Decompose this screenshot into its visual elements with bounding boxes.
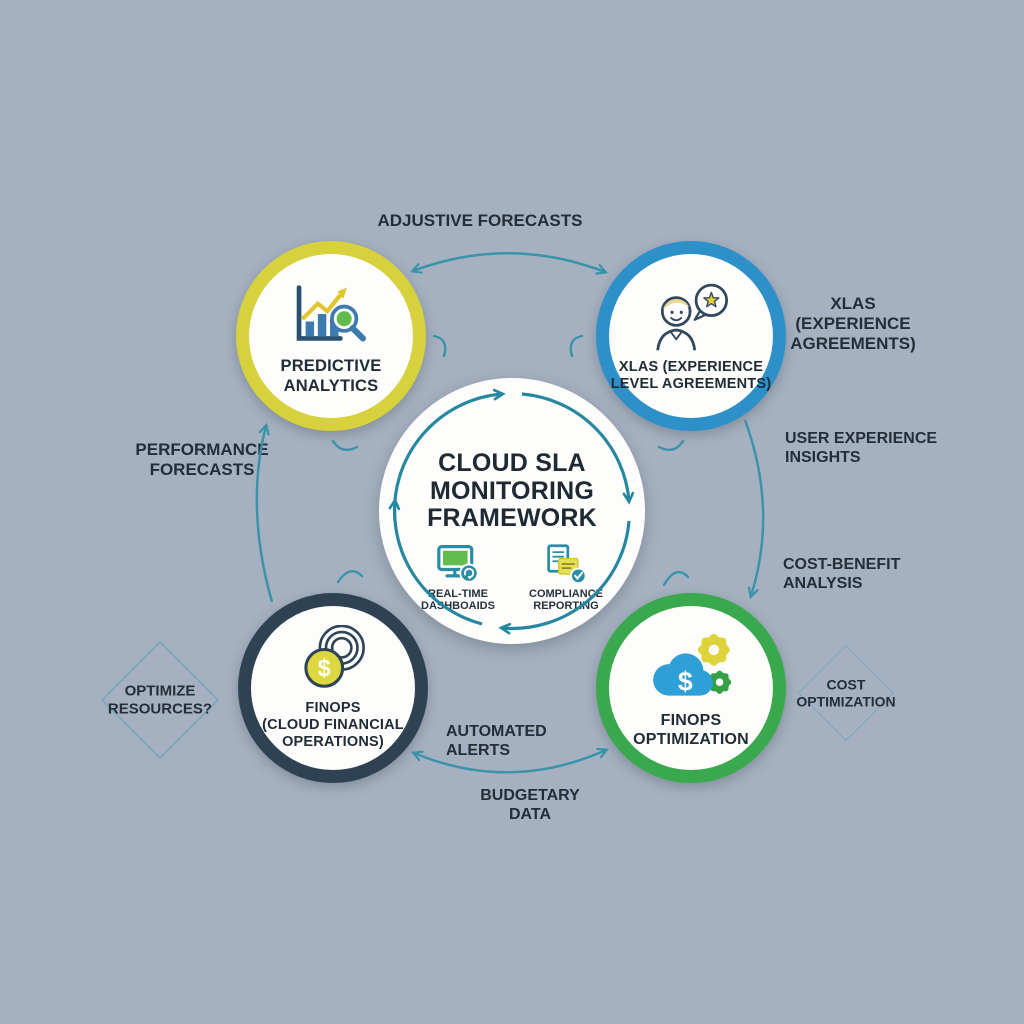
yellow-gear xyxy=(697,633,730,666)
framework-title: CLOUD SLA MONITORING FRAMEWORK xyxy=(427,449,597,532)
label-cost-benefit-analysis: COST-BENEFIT ANALYSIS xyxy=(783,556,901,592)
label-user-experience-insights: USER EXPERIENCE INSIGHTS xyxy=(785,430,938,466)
label-budgetary-data: BUDGETARY DATA xyxy=(480,787,580,823)
center-item-realtime-dashboards: REAL-TIME DASHBOAIDS xyxy=(415,543,501,613)
node-xlas: XLAS (EXPERIENCE LEVEL AGREEMENTS) xyxy=(596,241,786,431)
center-node-cloud-sla-framework: CLOUD SLA MONITORING FRAMEWORK REAL-TIME… xyxy=(379,378,645,644)
node-label: FINOPS OPTIMIZATION xyxy=(633,711,749,748)
svg-text:$: $ xyxy=(678,666,693,696)
node-finops: $ FINOPS (CLOUD FINANCIAL OPERATIONS) xyxy=(238,593,428,783)
cloud-dollar-gears-icon: $ xyxy=(653,633,732,696)
label-adjustive-forecasts: ADJUSTIVE FORECASTS xyxy=(377,211,583,230)
decision-label: COST OPTIMIZATION xyxy=(796,676,896,709)
hook-above-green xyxy=(662,570,690,587)
green-gear xyxy=(707,670,732,694)
center-items-row: REAL-TIME DASHBOAIDS COMPLIANCE REPORTIN… xyxy=(415,543,609,613)
node-label: XLAS (EXPERIENCE LEVEL AGREEMENTS) xyxy=(610,358,772,392)
decision-optimize-resources: OPTIMIZE RESOURCES? xyxy=(100,640,220,760)
label-performance-forecasts: PERFORMANCE FORECASTS xyxy=(135,440,269,480)
label-xlas-experience-agreements: XLAS (EXPERIENCE AGREEMENTS) xyxy=(790,294,916,354)
person-star-icon xyxy=(656,283,728,351)
realtime-dashboard-icon xyxy=(437,544,479,583)
hook-above-dark xyxy=(336,570,364,584)
svg-text:$: $ xyxy=(318,656,331,682)
arrow-user-experience-insights xyxy=(743,419,765,596)
dollar-coin-icon: $ xyxy=(304,625,365,689)
node-predictive-analytics: PREDICTIVE ANALYTICS xyxy=(236,241,426,431)
node-finops-optimization: $ FINOPS OPTIMIZATION xyxy=(596,593,786,783)
center-item-label: REAL-TIME DASHBOAIDS xyxy=(421,587,495,613)
hook-left-center xyxy=(331,439,359,452)
hook-below-yellow xyxy=(432,334,447,358)
node-label: FINOPS (CLOUD FINANCIAL OPERATIONS) xyxy=(262,700,404,750)
node-label: PREDICTIVE ANALYTICS xyxy=(280,357,382,395)
center-item-compliance-reporting: COMPLIANCE REPORTING xyxy=(523,543,609,613)
label-automated-alerts: AUTOMATED ALERTS xyxy=(446,723,547,759)
hook-below-blue xyxy=(569,334,584,358)
decision-cost-optimization: COST OPTIMIZATION xyxy=(796,644,896,742)
chart-magnifier-icon xyxy=(296,285,367,342)
arrow-adjustive-forecasts xyxy=(413,252,605,272)
decision-label: OPTIMIZE RESOURCES? xyxy=(107,682,213,717)
hook-right-center xyxy=(657,439,685,452)
center-item-label: COMPLIANCE REPORTING xyxy=(529,587,603,613)
compliance-reporting-icon xyxy=(547,543,587,584)
